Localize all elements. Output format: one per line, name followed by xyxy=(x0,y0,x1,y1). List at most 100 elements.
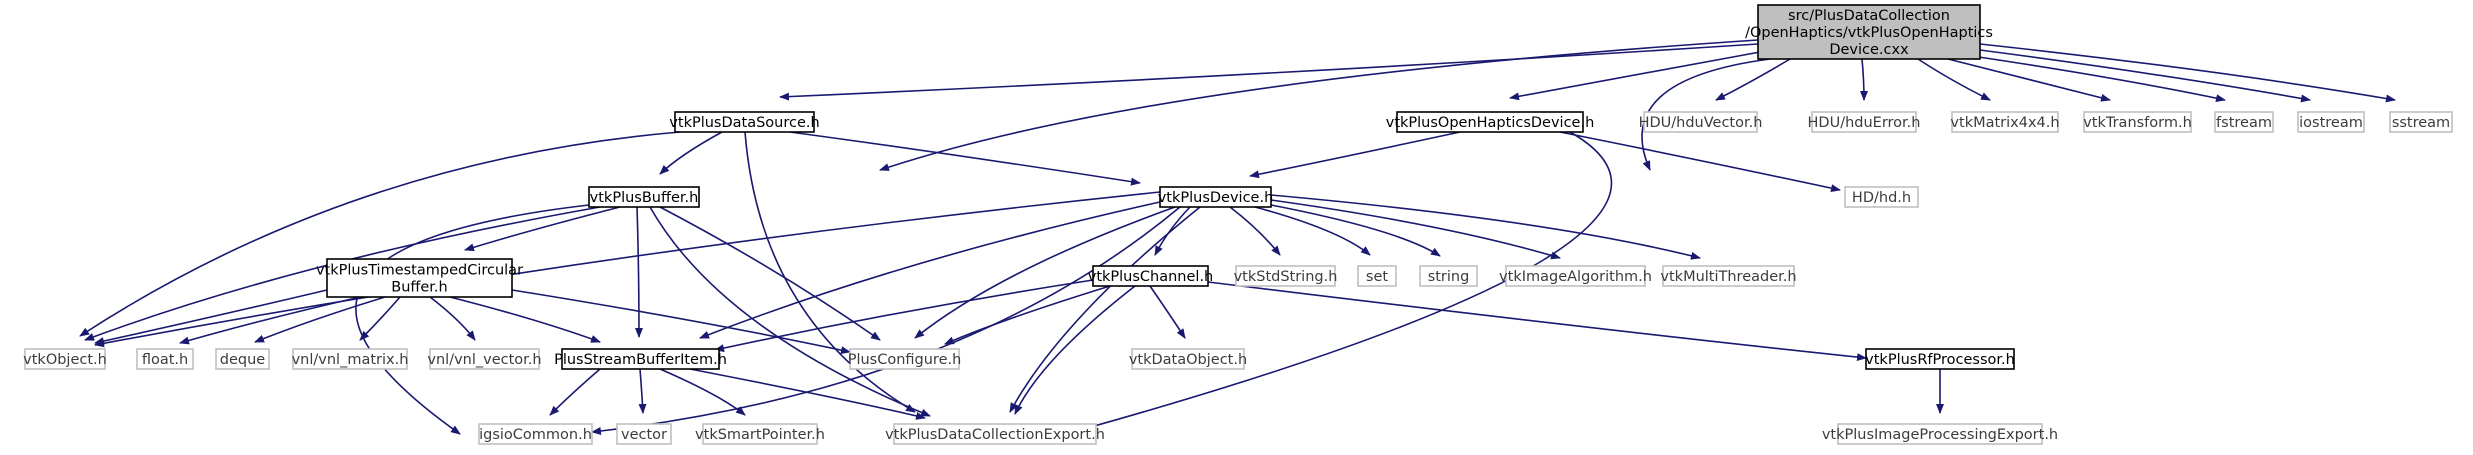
node-box xyxy=(1865,348,2015,370)
node-hduerr[interactable]: HDU/hduError.h xyxy=(1808,111,1921,133)
edge-ohd-to-dcexport xyxy=(1079,131,1613,432)
node-vnlmat[interactable]: vnl/vnl_matrix.h xyxy=(292,348,409,370)
node-buf[interactable]: vtkPlusBuffer.h xyxy=(588,186,700,208)
node-label: vtkStdString.h xyxy=(1234,269,1338,285)
edge-sbi-to-dcexport xyxy=(689,368,926,420)
node-float[interactable]: float.h xyxy=(136,348,194,370)
node-vnlvec[interactable]: vnl/vnl_vector.h xyxy=(427,348,542,370)
edge-sbi-to-vector xyxy=(638,368,647,414)
node-stdstr[interactable]: vtkStdString.h xyxy=(1234,265,1338,287)
node-box xyxy=(326,258,513,298)
edge-ds-to-dcexport xyxy=(744,131,916,413)
node-set[interactable]: set xyxy=(1357,265,1397,287)
node-label: string xyxy=(1428,269,1470,285)
edge-dev-to-plusconf xyxy=(914,206,1176,339)
node-label: HDU/hduVector.h xyxy=(1639,115,1763,131)
edge-dev-to-chan xyxy=(1154,206,1191,256)
node-plusconf[interactable]: PlusConfigure.h xyxy=(848,348,962,370)
node-rfproc[interactable]: vtkPlusRfProcessor.h xyxy=(1865,348,2015,370)
node-box xyxy=(292,348,408,370)
node-smartptr[interactable]: vtkSmartPointer.h xyxy=(695,423,825,445)
edge-dev-to-imgalg xyxy=(1270,199,1561,260)
edge-sbi-to-igsio xyxy=(549,368,601,416)
node-sbi[interactable]: PlusStreamBufferItem.h xyxy=(554,348,727,370)
nodes-layer: src/PlusDataCollection/OpenHaptics/vtkPl… xyxy=(23,4,2453,445)
node-label: vtkMatrix4x4.h xyxy=(1950,115,2059,131)
node-label: vtkImageAlgorithm.h xyxy=(1499,269,1652,285)
edge-dev-to-vtkobj xyxy=(94,191,1161,348)
node-label: vtkTransform.h xyxy=(2083,115,2192,131)
node-mthread[interactable]: vtkMultiThreader.h xyxy=(1660,265,1797,287)
node-label: sstream xyxy=(2392,115,2450,131)
node-vtkobj[interactable]: vtkObject.h xyxy=(23,348,107,370)
edge-tscb-to-plusconf xyxy=(511,289,851,355)
node-mat4[interactable]: vtkMatrix4x4.h xyxy=(1950,111,2060,133)
node-hduvec[interactable]: HDU/hduVector.h xyxy=(1639,111,1763,133)
edge-tscb-to-sbi xyxy=(449,296,601,343)
node-hd[interactable]: HD/hd.h xyxy=(1844,186,1919,208)
edge-buf-to-tscb xyxy=(464,206,621,252)
node-vector[interactable]: vector xyxy=(616,423,672,445)
edge-buf-to-dcexport xyxy=(649,206,931,417)
node-box xyxy=(136,348,194,370)
edge-root-to-vtktr xyxy=(1947,58,2111,102)
node-box xyxy=(478,423,593,445)
node-string[interactable]: string xyxy=(1419,265,1478,287)
edge-tscb-to-vtkobj xyxy=(94,289,328,345)
edge-ds-to-dev xyxy=(789,131,1141,186)
edge-buf-to-vtkobj xyxy=(84,206,601,341)
edge-ds-to-vtkobj xyxy=(79,131,681,337)
node-label: PlusStreamBufferItem.h xyxy=(554,352,727,368)
node-ds[interactable]: vtkPlusDataSource.h xyxy=(669,111,820,133)
node-root[interactable]: src/PlusDataCollection/OpenHaptics/vtkPl… xyxy=(1745,4,1993,60)
node-sstream[interactable]: sstream xyxy=(2389,111,2453,133)
node-box xyxy=(588,186,700,208)
node-box xyxy=(1419,265,1478,287)
node-label: iostream xyxy=(2299,115,2363,131)
node-label: float.h xyxy=(142,352,188,368)
node-dataobj[interactable]: vtkDataObject.h xyxy=(1129,348,1247,370)
node-imgalg[interactable]: vtkImageAlgorithm.h xyxy=(1499,265,1652,287)
node-label: vtkPlusChannel.h xyxy=(1088,269,1214,285)
edge-dev-to-sbi xyxy=(699,201,1161,339)
node-label: vtkObject.h xyxy=(23,352,107,368)
node-box xyxy=(2214,111,2274,133)
node-label: fstream xyxy=(2216,115,2272,131)
node-label: vtkPlusBuffer.h xyxy=(590,190,699,206)
node-label: /OpenHaptics/vtkPlusOpenHaptics xyxy=(1745,25,1993,41)
edge-root-to-hduerr xyxy=(1859,58,1868,101)
edge-chan-to-dcexport xyxy=(1014,285,1136,415)
node-ipexport[interactable]: vtkPlusImageProcessingExport.h xyxy=(1822,423,2058,445)
edge-dev-to-set xyxy=(1254,206,1371,256)
edge-root-to-plusconf xyxy=(879,39,1759,171)
edge-chan-to-rfproc xyxy=(1207,281,1867,362)
node-deque[interactable]: deque xyxy=(215,348,270,370)
node-label: PlusConfigure.h xyxy=(848,352,962,368)
node-dev[interactable]: vtkPlusDevice.h xyxy=(1158,186,1274,208)
node-ohd[interactable]: vtkPlusOpenHapticsDevice.h xyxy=(1386,111,1595,133)
node-label: vtkPlusOpenHapticsDevice.h xyxy=(1386,115,1595,131)
node-dcexport[interactable]: vtkPlusDataCollectionExport.h xyxy=(885,423,1105,445)
node-vtktr[interactable]: vtkTransform.h xyxy=(2083,111,2192,133)
node-iostream[interactable]: iostream xyxy=(2297,111,2365,133)
edge-buf-to-sbi xyxy=(634,206,643,338)
node-label: vtkPlusDataCollectionExport.h xyxy=(885,427,1105,443)
node-label: vtkPlusDataSource.h xyxy=(669,115,819,131)
edge-buf-to-plusconf xyxy=(659,206,881,341)
node-box xyxy=(1811,111,1917,133)
node-label: vnl/vnl_matrix.h xyxy=(292,352,409,368)
edge-sbi-to-smartptr xyxy=(659,368,746,416)
node-box xyxy=(1092,265,1209,287)
node-box xyxy=(1505,265,1646,287)
edge-ds-to-buf xyxy=(659,131,723,175)
node-fstream[interactable]: fstream xyxy=(2214,111,2274,133)
node-box xyxy=(561,348,720,370)
node-label: igsioCommon.h xyxy=(479,427,592,443)
node-chan[interactable]: vtkPlusChannel.h xyxy=(1088,265,1214,287)
node-box xyxy=(1643,111,1758,133)
edge-chan-to-dataobj xyxy=(1149,285,1186,339)
node-label: vtkPlusDevice.h xyxy=(1158,190,1274,206)
node-box xyxy=(1662,265,1795,287)
node-igsio[interactable]: igsioCommon.h xyxy=(478,423,593,445)
